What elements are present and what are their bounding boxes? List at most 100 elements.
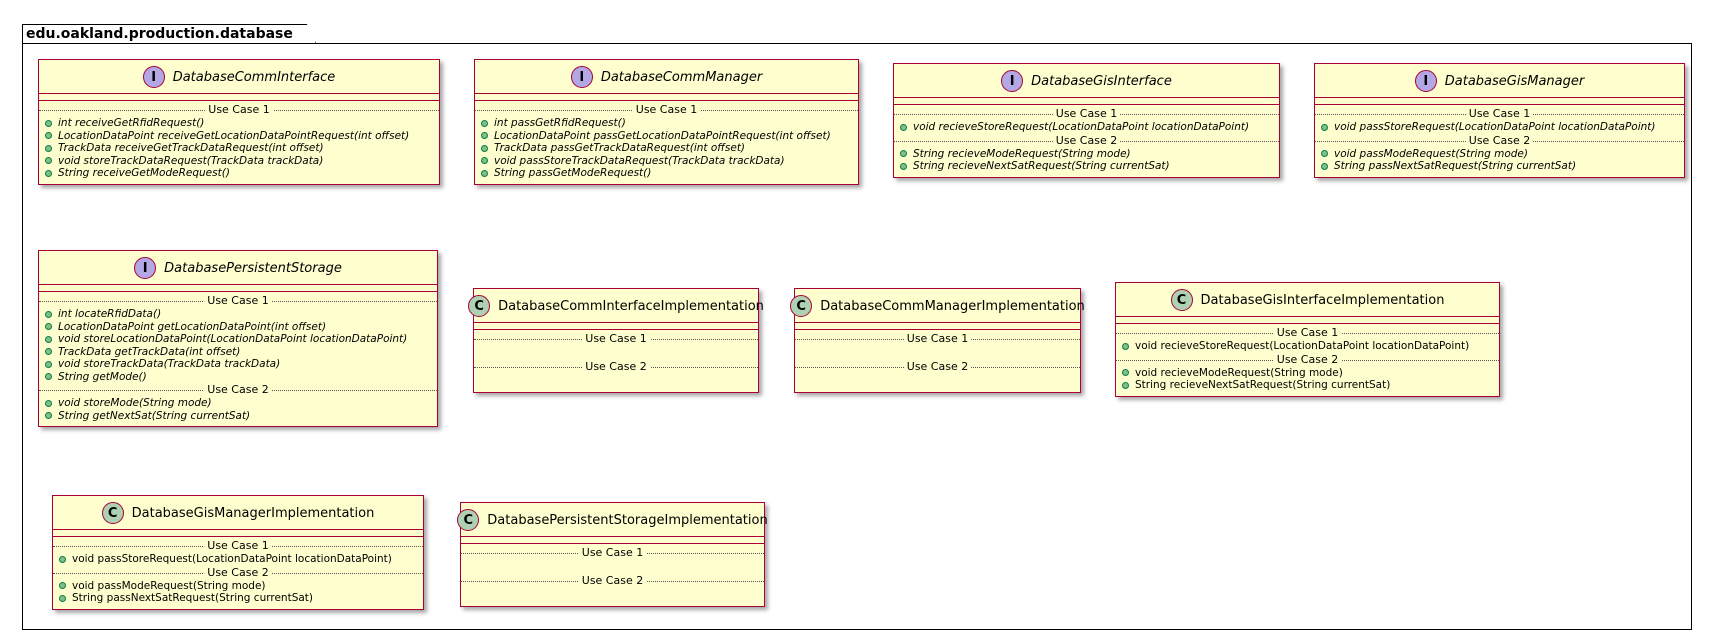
public-visibility-icon xyxy=(481,119,488,127)
section-separator: Use Case 2 xyxy=(53,565,423,580)
empty-section xyxy=(474,346,758,360)
method-row: String recieveNextSatRequest(String curr… xyxy=(894,160,1279,173)
method-row: void recieveStoreRequest(LocationDataPoi… xyxy=(894,121,1279,134)
class-name: DatabaseGisInterfaceImplementation xyxy=(1200,292,1445,308)
method-signature: String passNextSatRequest(String current… xyxy=(72,592,314,604)
empty-section xyxy=(795,346,1080,360)
section-label: Use Case 1 xyxy=(204,539,272,552)
public-visibility-icon xyxy=(45,119,52,127)
section-separator: Use Case 1 xyxy=(795,332,1080,346)
public-visibility-icon xyxy=(59,555,66,563)
section-label: Use Case 1 xyxy=(582,332,650,345)
method-row: TrackData getTrackData(int offset) xyxy=(39,346,437,359)
public-visibility-icon xyxy=(45,169,52,177)
fields-compartment xyxy=(39,94,439,101)
public-visibility-icon xyxy=(900,150,907,158)
class-icon: C xyxy=(457,509,480,531)
interface-icon: I xyxy=(1001,70,1024,92)
method-row: LocationDataPoint receiveGetLocationData… xyxy=(39,130,439,143)
method-signature: String recieveNextSatRequest(String curr… xyxy=(913,160,1170,172)
section-separator: Use Case 2 xyxy=(39,383,437,397)
class-name: DatabaseCommManagerImplementation xyxy=(820,298,1085,314)
method-row: void passModeRequest(String mode) xyxy=(53,580,423,593)
public-visibility-icon xyxy=(481,157,488,165)
section-separator: Use Case 1 xyxy=(53,539,423,553)
method-signature: void storeLocationDataPoint(LocationData… xyxy=(58,333,408,345)
interface-icon: I xyxy=(134,257,157,279)
public-visibility-icon xyxy=(900,162,907,170)
method-row: int locateRfidData() xyxy=(39,308,437,321)
class-box[interactable]: C DatabasePersistentStorageImplementation… xyxy=(457,502,768,607)
empty-section xyxy=(461,560,764,574)
class-name: DatabaseCommInterface xyxy=(172,69,336,85)
method-row: String passGetModeRequest() xyxy=(475,167,858,180)
section-label: Use Case 1 xyxy=(1273,326,1342,339)
section-label: Use Case 1 xyxy=(578,546,647,559)
empty-section xyxy=(461,588,764,602)
method-signature: void recieveStoreRequest(LocationDataPoi… xyxy=(1135,340,1470,352)
section-separator: Use Case 1 xyxy=(461,546,764,560)
method-signature: String recieveNextSatRequest(String curr… xyxy=(1135,379,1391,391)
public-visibility-icon xyxy=(45,144,52,152)
section-separator: Use Case 1 xyxy=(474,332,758,346)
public-visibility-icon xyxy=(45,412,52,420)
section-label: Use Case 1 xyxy=(1465,107,1534,120)
method-row: String passNextSatRequest(String current… xyxy=(53,592,423,605)
class-name: DatabaseGisManagerImplementation xyxy=(131,505,375,521)
fields-compartment xyxy=(39,285,437,292)
interface-icon: I xyxy=(1414,70,1437,92)
public-visibility-icon xyxy=(1321,123,1328,131)
class-name: DatabaseCommManager xyxy=(600,69,763,85)
method-row: String getNextSat(String currentSat) xyxy=(39,410,437,423)
method-signature: void passStoreRequest(LocationDataPoint … xyxy=(1334,121,1656,133)
section-label: Use Case 1 xyxy=(903,332,972,345)
method-signature: String passGetModeRequest() xyxy=(494,167,652,179)
method-row: void recieveStoreRequest(LocationDataPoi… xyxy=(1116,340,1499,353)
method-signature: void recieveModeRequest(String mode) xyxy=(1135,366,1343,379)
section-separator: Use Case 2 xyxy=(461,574,764,588)
public-visibility-icon xyxy=(481,144,488,152)
method-signature: void storeTrackDataRequest(TrackData tra… xyxy=(58,154,324,167)
section-label: Use Case 1 xyxy=(205,103,273,116)
public-visibility-icon xyxy=(45,310,52,318)
section-separator: Use Case 1 xyxy=(1116,326,1499,340)
public-visibility-icon xyxy=(45,348,52,356)
method-row: String recieveNextSatRequest(String curr… xyxy=(1116,379,1499,392)
method-signature: void passModeRequest(String mode) xyxy=(1334,147,1528,160)
method-signature: int receiveGetRfidRequest() xyxy=(58,117,205,129)
method-signature: void recieveStoreRequest(LocationDataPoi… xyxy=(913,121,1250,133)
fields-compartment xyxy=(53,530,423,537)
public-visibility-icon xyxy=(1321,162,1328,170)
class-header: C DatabaseGisInterfaceImplementation xyxy=(1116,283,1499,317)
section-label: Use Case 1 xyxy=(632,103,701,116)
class-name: DatabasePersistentStorageImplementation xyxy=(487,512,768,528)
section-separator: Use Case 2 xyxy=(795,360,1080,374)
class-icon: C xyxy=(1170,289,1193,311)
empty-section xyxy=(474,374,758,388)
method-row: TrackData passGetTrackDataRequest(int of… xyxy=(475,142,858,155)
section-separator: Use Case 2 xyxy=(1315,133,1684,148)
class-icon: C xyxy=(101,502,124,524)
fields-compartment xyxy=(795,323,1080,330)
method-signature: int locateRfidData() xyxy=(58,308,162,320)
public-visibility-icon xyxy=(1321,150,1328,158)
method-row: TrackData receiveGetTrackDataRequest(int… xyxy=(39,142,439,155)
